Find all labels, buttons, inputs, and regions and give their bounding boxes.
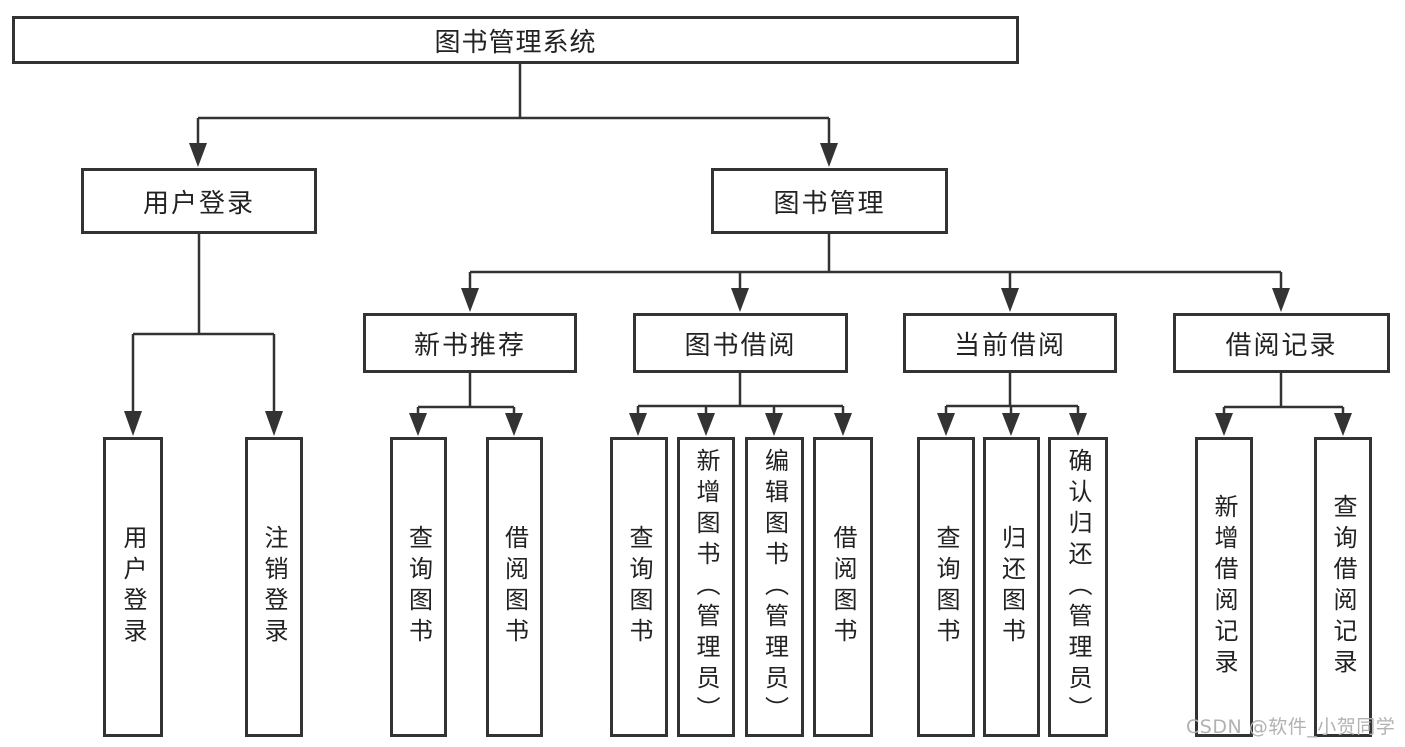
- watermark: CSDN @软件_小贺同学: [1186, 716, 1396, 738]
- node-new-book-recommend: 新书推荐: [363, 313, 577, 373]
- node-current-borrow-label: 当前借阅: [953, 330, 1066, 361]
- leaf-add-borrow-record-label: 新增借阅记录: [1210, 494, 1238, 680]
- node-root: 图书管理系统: [12, 16, 1019, 64]
- leaf-user-login: 用户登录: [103, 437, 163, 737]
- leaf-add-books-admin-label: 新增图书（管理员）: [692, 447, 720, 727]
- leaf-borrow-books-label: 借阅图书: [829, 525, 857, 649]
- leaf-edit-books-admin-label: 编辑图书（管理员）: [760, 447, 789, 727]
- leaf-recommend-query-books-label: 查询图书: [404, 525, 433, 649]
- leaf-return-books: 归还图书: [983, 437, 1040, 737]
- node-root-label: 图书管理系统: [434, 27, 597, 58]
- node-book-management: 图书管理: [711, 168, 948, 234]
- leaf-borrow-query-books: 查询图书: [610, 437, 668, 737]
- node-book-management-label: 图书管理: [773, 188, 886, 219]
- node-borrow-records: 借阅记录: [1173, 313, 1390, 373]
- node-current-borrow: 当前借阅: [903, 313, 1117, 373]
- leaf-borrow-query-books-label: 查询图书: [625, 525, 653, 649]
- leaf-logout-label: 注销登录: [260, 525, 288, 649]
- node-borrow-records-label: 借阅记录: [1225, 330, 1338, 361]
- leaf-borrow-books: 借阅图书: [813, 437, 873, 737]
- leaf-edit-books-admin: 编辑图书（管理员）: [745, 437, 804, 737]
- leaf-recommend-borrow-books-label: 借阅图书: [500, 525, 529, 649]
- leaf-add-books-admin: 新增图书（管理员）: [677, 437, 735, 737]
- node-user-login: 用户登录: [81, 168, 317, 234]
- leaf-recommend-query-books: 查询图书: [390, 437, 447, 737]
- arrowhead-icons: [124, 143, 1352, 436]
- leaf-recommend-borrow-books: 借阅图书: [486, 437, 543, 737]
- leaf-query-borrow-record-label: 查询借阅记录: [1329, 494, 1357, 680]
- leaf-current-query-books-label: 查询图书: [932, 525, 960, 649]
- node-book-borrow-label: 图书借阅: [684, 330, 797, 361]
- node-book-borrow: 图书借阅: [633, 313, 848, 373]
- leaf-user-login-label: 用户登录: [119, 525, 147, 649]
- node-new-book-recommend-label: 新书推荐: [413, 330, 526, 361]
- node-user-login-label: 用户登录: [142, 188, 255, 219]
- leaf-add-borrow-record: 新增借阅记录: [1195, 437, 1253, 737]
- leaf-return-books-label: 归还图书: [997, 525, 1026, 649]
- leaf-confirm-return-admin-label: 确认归还（管理员）: [1064, 447, 1092, 727]
- leaf-current-query-books: 查询图书: [917, 437, 975, 737]
- leaf-confirm-return-admin: 确认归还（管理员）: [1048, 437, 1108, 737]
- leaf-logout: 注销登录: [245, 437, 303, 737]
- leaf-query-borrow-record: 查询借阅记录: [1314, 437, 1372, 737]
